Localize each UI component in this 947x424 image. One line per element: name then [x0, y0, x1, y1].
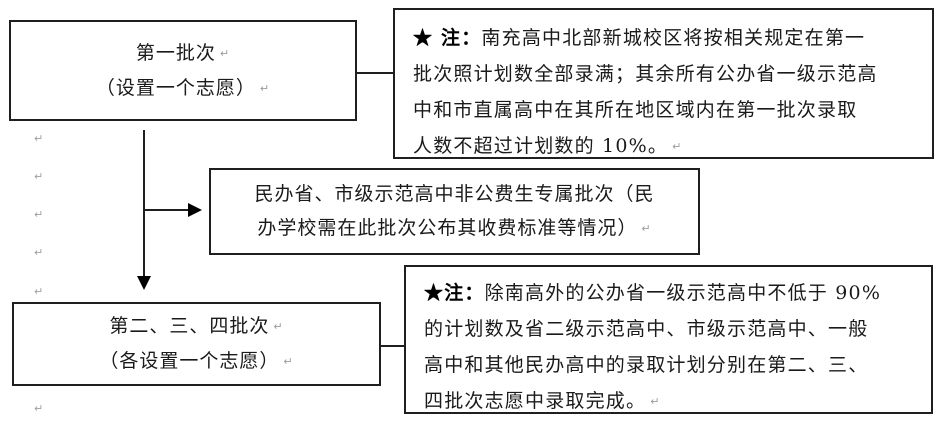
batch234-box: 第二、三、四批次↵ （各设置一个志愿）↵ — [12, 302, 381, 386]
connector-batch1-note1 — [357, 72, 394, 74]
paragraph-mark-icon: ↵ — [34, 246, 44, 259]
paragraph-mark-icon: ↵ — [34, 208, 44, 221]
note2-line-4: 四批次志愿中录取完成。↵ — [424, 390, 661, 412]
arrow-down-icon — [137, 276, 151, 290]
batch234-title: 第二、三、四批次↵ — [109, 315, 284, 337]
private-batch-box: 民办省、市级示范高中非公费生专属批次（民 办学校需在此批次公布其收费标准等情况）… — [209, 168, 700, 255]
note2-line-1: ★注：除南高外的公办省一级示范高中不低于 90% — [424, 282, 882, 304]
note1-line-4: 人数不超过计划数的 10%。↵ — [413, 135, 683, 157]
connector-batch234-note2 — [381, 345, 405, 347]
batch234-subtitle: （各设置一个志愿）↵ — [99, 350, 294, 372]
paragraph-mark-icon: ↵ — [34, 285, 44, 298]
arrow-right-icon — [188, 203, 202, 217]
batch1-subtitle: （设置一个志愿）↵ — [95, 76, 271, 99]
note2-box: ★注：除南高外的公办省一级示范高中不低于 90% 的计划数及省二级示范高中、市级… — [404, 265, 933, 414]
paragraph-mark-icon: ↵ — [34, 132, 44, 145]
note2-line-2: 的计划数及省二级示范高中、市级示范高中、一般 — [424, 318, 869, 340]
private-batch-line-2: 办学校需在此批次公布其收费标准等情况）↵ — [257, 217, 652, 239]
paragraph-mark-icon: ↵ — [34, 170, 44, 183]
flow-line-vertical — [143, 130, 145, 278]
batch1-box: 第一批次↵ （设置一个志愿）↵ — [9, 20, 357, 121]
note1-line-1: ★ 注：南充高中北部新城校区将按相关规定在第一 — [413, 27, 866, 49]
note1-line-2: 批次照计划数全部录满；其余所有公办省一级示范高 — [413, 63, 878, 85]
batch1-title: 第一批次↵ — [135, 41, 231, 64]
note2-line-3: 高中和其他民办高中的录取计划分别在第二、三、 — [424, 354, 869, 376]
flow-line-branch — [144, 209, 190, 211]
note1-line-3: 中和市直属高中在其所在地区域内在第一批次录取 — [413, 99, 858, 121]
note1-box: ★ 注：南充高中北部新城校区将按相关规定在第一 批次照计划数全部录满；其余所有公… — [393, 8, 934, 159]
private-batch-line-1: 民办省、市级示范高中非公费生专属批次（民 — [254, 183, 655, 205]
paragraph-mark-icon: ↵ — [34, 402, 44, 415]
